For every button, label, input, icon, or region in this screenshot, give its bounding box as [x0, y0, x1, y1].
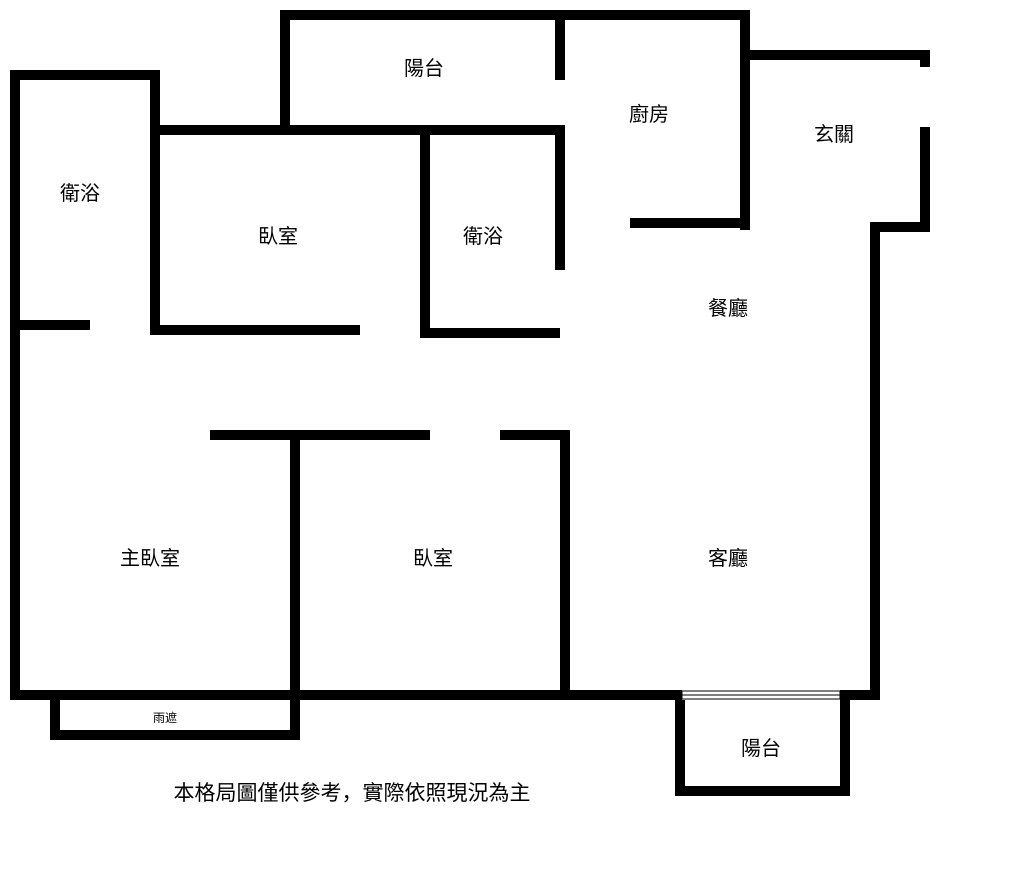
wall-balcony-bottom-right [840, 700, 850, 796]
wall-rain-right [290, 700, 300, 740]
wall-master-bedroom-divider [290, 430, 300, 700]
label-entrance: 玄關 [814, 122, 854, 146]
label-bath-middle: 衛浴 [463, 224, 503, 248]
wall-rain-left [50, 700, 60, 740]
wall-entrance-top [750, 50, 930, 60]
wall-kitchen-bottom [630, 218, 750, 228]
wall-left-bath-bottom [10, 320, 90, 330]
wall-kitchen-right [740, 10, 750, 230]
wall-bedroom-top [150, 125, 565, 135]
label-bedroom-bottom: 臥室 [413, 546, 453, 570]
wall-bath-middle-right [555, 125, 565, 270]
wall-balcony-bottom-left [675, 700, 685, 796]
wall-bath-middle-bottom [420, 328, 560, 338]
walls [10, 10, 930, 796]
wall-balcony-left [280, 10, 290, 135]
wall-bedroom-bottom-right [560, 430, 570, 700]
wall-bedroom-bottom-top-right [500, 430, 570, 440]
label-master-bedroom: 主臥室 [120, 546, 180, 570]
wall-balcony-bottom-base [675, 786, 850, 796]
wall-bath-middle-left [420, 125, 430, 338]
wall-bottom-outer [10, 690, 682, 700]
disclaimer-note: 本格局圖僅供參考，實際依照現況為主 [174, 781, 531, 805]
wall-left-bath-right [150, 70, 160, 335]
balcony-window [681, 690, 841, 700]
wall-balcony-kitchen-divider [555, 10, 565, 80]
wall-entrance-right-upper [920, 50, 930, 67]
wall-balcony-top [280, 10, 750, 20]
label-balcony-bottom: 陽台 [741, 736, 781, 760]
room-labels: 陽台 廚房 玄關 衛浴 臥室 衛浴 餐廳 主臥室 臥室 客廳 雨遮 陽台 [60, 56, 854, 760]
label-dining: 餐廳 [708, 296, 748, 320]
wall-rain-bottom [50, 730, 300, 740]
wall-top-left-bath [10, 70, 160, 80]
label-bedroom-top: 臥室 [258, 224, 298, 248]
label-kitchen: 廚房 [629, 102, 669, 126]
wall-left-outer [10, 70, 20, 700]
label-living: 客廳 [708, 546, 748, 570]
wall-entrance-step [870, 222, 930, 232]
label-bath-left: 衛浴 [60, 181, 100, 205]
label-balcony-top: 陽台 [404, 56, 444, 80]
wall-master-top [210, 430, 430, 440]
label-rain-shelter: 雨遮 [153, 710, 177, 725]
wall-bottom-outer-right [840, 690, 880, 700]
wall-bedroom-bottom [150, 325, 360, 335]
wall-entrance-right-lower [920, 127, 930, 230]
wall-living-right [870, 222, 880, 700]
